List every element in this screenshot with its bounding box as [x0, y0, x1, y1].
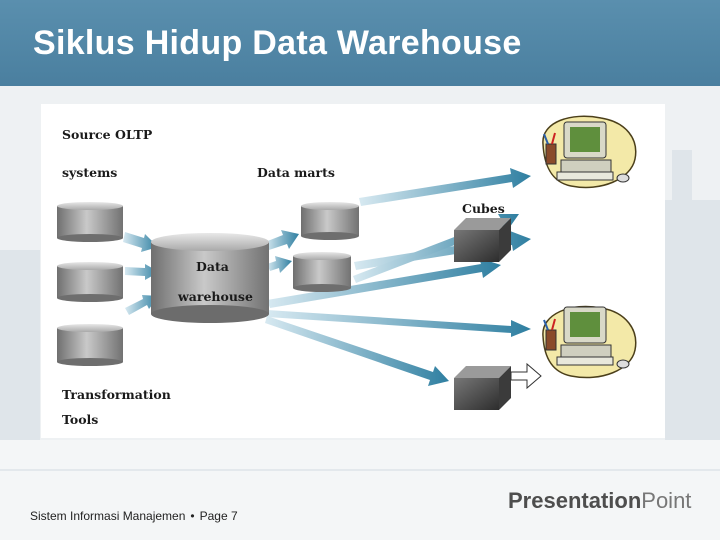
footer-course-name: Sistem Informasi Manajemen: [30, 509, 186, 523]
warehouse-label-data: Data: [196, 259, 229, 274]
slide-title: Siklus Hidup Data Warehouse: [33, 24, 522, 62]
footer-separator: •: [190, 509, 195, 523]
workstation-icon-1: [542, 115, 637, 189]
data-mart-2: [293, 252, 351, 292]
presentationpoint-logo: PresentationPoint: [508, 488, 691, 514]
outlined-arrow: [510, 362, 542, 390]
data-warehouse-diagram: Source OLTP systems Data marts Cubes Tra…: [57, 115, 637, 427]
warehouse-label-warehouse: warehouse: [177, 289, 253, 304]
brand-light-text: Point: [641, 488, 692, 513]
footer-page-number: Page 7: [199, 509, 238, 523]
data-mart-1: [301, 202, 359, 240]
olap-cube-2: [454, 366, 511, 410]
transformation-label: Transformation: [62, 387, 171, 402]
source-database-3: [57, 324, 123, 366]
systems-label: systems: [62, 165, 117, 180]
arrows-sources-to-warehouse: [123, 232, 159, 315]
source-oltp-label: Source OLTP: [62, 127, 153, 142]
source-database-2: [57, 262, 123, 302]
brand-bold-text: Presentation: [508, 488, 642, 513]
olap-cube-1: [454, 218, 511, 262]
footer-course: Sistem Informasi Manajemen • Page 7: [30, 509, 238, 523]
tools-label: Tools: [62, 412, 98, 427]
cubes-label: Cubes: [462, 201, 505, 216]
title-bar: [0, 0, 720, 86]
workstation-icon-2: [542, 305, 637, 379]
data-marts-label: Data marts: [257, 165, 335, 180]
data-warehouse-cylinder: Data warehouse: [151, 233, 269, 323]
arrows-to-destinations: [265, 168, 531, 386]
source-database-1: [57, 202, 123, 242]
arrows-warehouse-to-marts: [265, 230, 299, 273]
